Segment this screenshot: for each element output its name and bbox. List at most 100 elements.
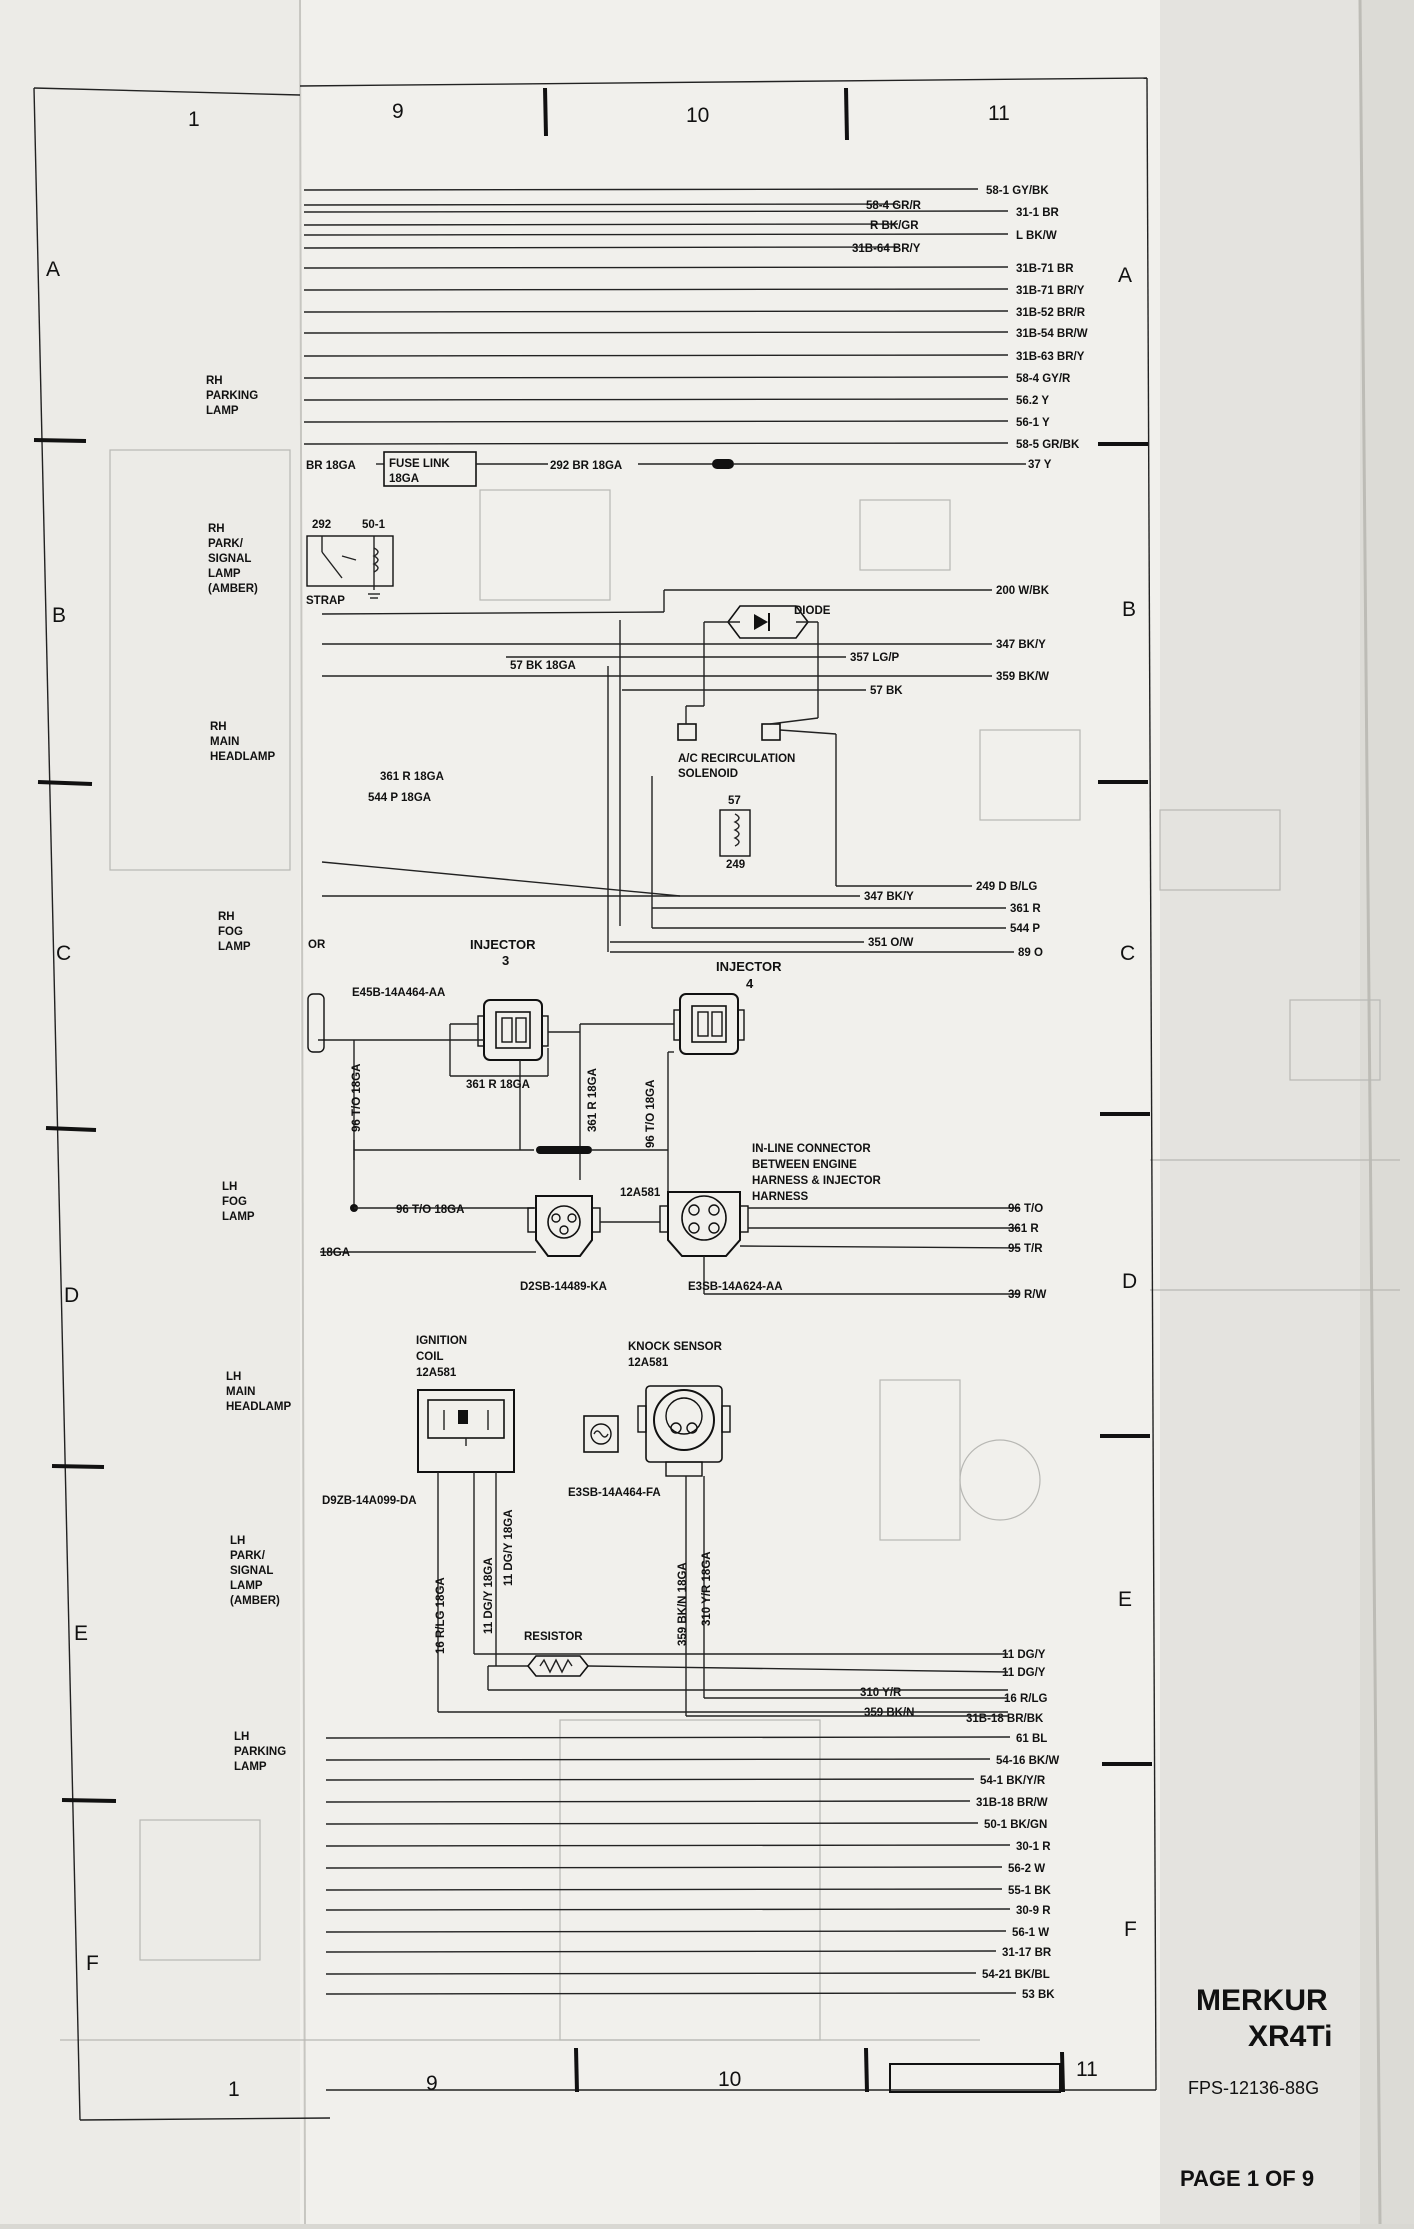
fuse-link-circuit: BR 18GA FUSE LINK 18GA 292 BR 18GA: [306, 451, 1026, 487]
component-label: LAMP: [208, 568, 241, 580]
wire-label: 95 T/R: [1008, 1243, 1043, 1255]
fuse-link-label: FUSE LINK: [389, 458, 450, 470]
component-label: PARKING: [234, 1746, 286, 1758]
wire-label: 200 W/BK: [996, 585, 1050, 597]
v359-label: 359 BK/N 18GA: [677, 1562, 689, 1646]
component-label: FOG: [218, 926, 243, 938]
row-right-b: B: [1122, 598, 1136, 621]
wire: [325, 1992, 1017, 1995]
component-label: LAMP: [222, 1211, 255, 1223]
component-label: RH: [218, 911, 235, 923]
row-right-e: E: [1118, 1588, 1132, 1611]
wire-label: 16 R/LG: [1004, 1693, 1048, 1705]
strap-label: STRAP: [306, 595, 345, 607]
knock-label-1: KNOCK SENSOR: [628, 1341, 723, 1353]
wire-label: 359 BK/W: [996, 671, 1049, 683]
brand-line-2: XR4Ti: [1248, 2020, 1332, 2053]
component-label: LH: [226, 1371, 241, 1383]
row-right-f: F: [1124, 1918, 1137, 1941]
inline-connector: IN-LINE CONNECTOR BETWEEN ENGINE HARNESS…: [620, 1143, 1021, 1295]
wire-label: 57 BK: [870, 685, 903, 697]
wire-label: L BK/W: [1016, 230, 1057, 242]
ign-label-3: 12A581: [416, 1367, 457, 1379]
v310-label: 310 Y/R 18GA: [701, 1551, 713, 1626]
wire-label: 96 T/O: [1008, 1203, 1043, 1215]
wire-label: 31B-64 BR/Y: [852, 243, 921, 255]
wire-label: 544 P: [1010, 923, 1040, 935]
t96-label: 96 T/O 18GA: [396, 1204, 464, 1216]
resistor-label: RESISTOR: [524, 1631, 583, 1643]
grid-top-9: 9: [392, 100, 404, 123]
component-label: MAIN: [226, 1386, 255, 1398]
v11a-label: 11 DG/Y 18GA: [483, 1558, 495, 1635]
injector-4: INJECTOR 4: [673, 959, 782, 1055]
wire: [325, 1758, 991, 1761]
frame-ticks: [33, 87, 1152, 2093]
row-left-c: C: [56, 942, 71, 965]
wire-label: 249 D B/LG: [976, 881, 1037, 893]
injector-4-num: 4: [746, 976, 754, 991]
injector-3-num: 3: [502, 953, 509, 968]
wire-label: 31B-71 BR/Y: [1016, 285, 1085, 297]
wire-label: 54-16 BK/W: [996, 1755, 1059, 1767]
wire-label: 31-17 BR: [1002, 1947, 1052, 1959]
wire-label: 56.2 Y: [1016, 395, 1049, 407]
knock-sensor: KNOCK SENSOR 12A581 E3SB-14A464-FA: [568, 1341, 731, 1499]
wire-label: 31B-63 BR/Y: [1016, 351, 1085, 363]
title-block: MERKUR XR4Ti FPS-12136-88G PAGE 1 OF 9: [1180, 1984, 1332, 2191]
wire-label: 58-1 GY/BK: [986, 185, 1049, 197]
row-left-f: F: [86, 1952, 99, 1975]
v361-label: 361 R 18GA: [587, 1068, 599, 1132]
inline-label-4: HARNESS: [752, 1191, 809, 1203]
component-label: RH: [210, 721, 227, 733]
diagram-frame: [33, 77, 1157, 2121]
wire: [325, 1888, 1003, 1891]
component-label: RH: [206, 375, 223, 387]
row-left-e: E: [74, 1622, 88, 1645]
wire: [325, 1822, 979, 1825]
page-label: PAGE 1 OF 9: [1180, 2166, 1314, 2191]
left-component-labels: RHPARKINGLAMPRHPARK/SIGNALLAMP(AMBER)RHM…: [206, 375, 291, 1773]
br292-label: 292 BR 18GA: [550, 460, 622, 472]
wire-label: 31B-18 BR/W: [976, 1797, 1048, 1809]
wire-label: 53 BK: [1022, 1989, 1055, 2001]
underlying-page: [0, 0, 330, 2224]
or-fragment: OR: [308, 939, 326, 951]
grid-top-1: 1: [188, 108, 200, 131]
v16-label: 16 R/LG 18GA: [435, 1577, 447, 1654]
wire-label: 31B-71 BR: [1016, 263, 1074, 275]
sw-501-label: 50-1: [362, 519, 386, 531]
wire: [325, 1778, 975, 1781]
wire-label: 37 Y: [1028, 459, 1052, 471]
ac-recirculation-solenoid: A/C RECIRCULATION SOLENOID 57 249: [677, 705, 819, 871]
ga18-label: 18GA: [320, 1247, 350, 1259]
sw-292-label: 292: [312, 519, 331, 531]
grid-bottom-11: 11: [1076, 2058, 1098, 2081]
component-label: LAMP: [218, 941, 251, 953]
wire-label: 11 DG/Y: [1002, 1649, 1046, 1661]
component-label: MAIN: [210, 736, 239, 748]
knock-label-2: 12A581: [628, 1357, 669, 1369]
wire: [303, 376, 1009, 379]
wire-label: 361 R: [1010, 903, 1041, 915]
wire: [303, 331, 1009, 334]
component-label: FOG: [222, 1196, 247, 1208]
wire: [303, 288, 1009, 291]
wire: [303, 354, 1009, 357]
wire: [303, 203, 899, 206]
wire-label: 31B-18 BR/BK: [966, 1713, 1044, 1725]
bk57-label: 57 BK 18GA: [510, 660, 576, 672]
r361-label: 361 R 18GA: [380, 771, 444, 783]
wire-label: 89 O: [1018, 947, 1043, 959]
component-label: SIGNAL: [208, 553, 251, 565]
wire: [303, 398, 1009, 401]
wire: [303, 223, 899, 226]
sol-249-label: 249: [726, 859, 745, 871]
component-label: RH: [208, 523, 225, 535]
fuse-link-box: [383, 451, 477, 487]
grid-bottom-1: 1: [228, 2078, 240, 2101]
brand-line-1: MERKUR: [1196, 1984, 1328, 2017]
v96a-label: 96 T/O 18GA: [351, 1064, 363, 1132]
